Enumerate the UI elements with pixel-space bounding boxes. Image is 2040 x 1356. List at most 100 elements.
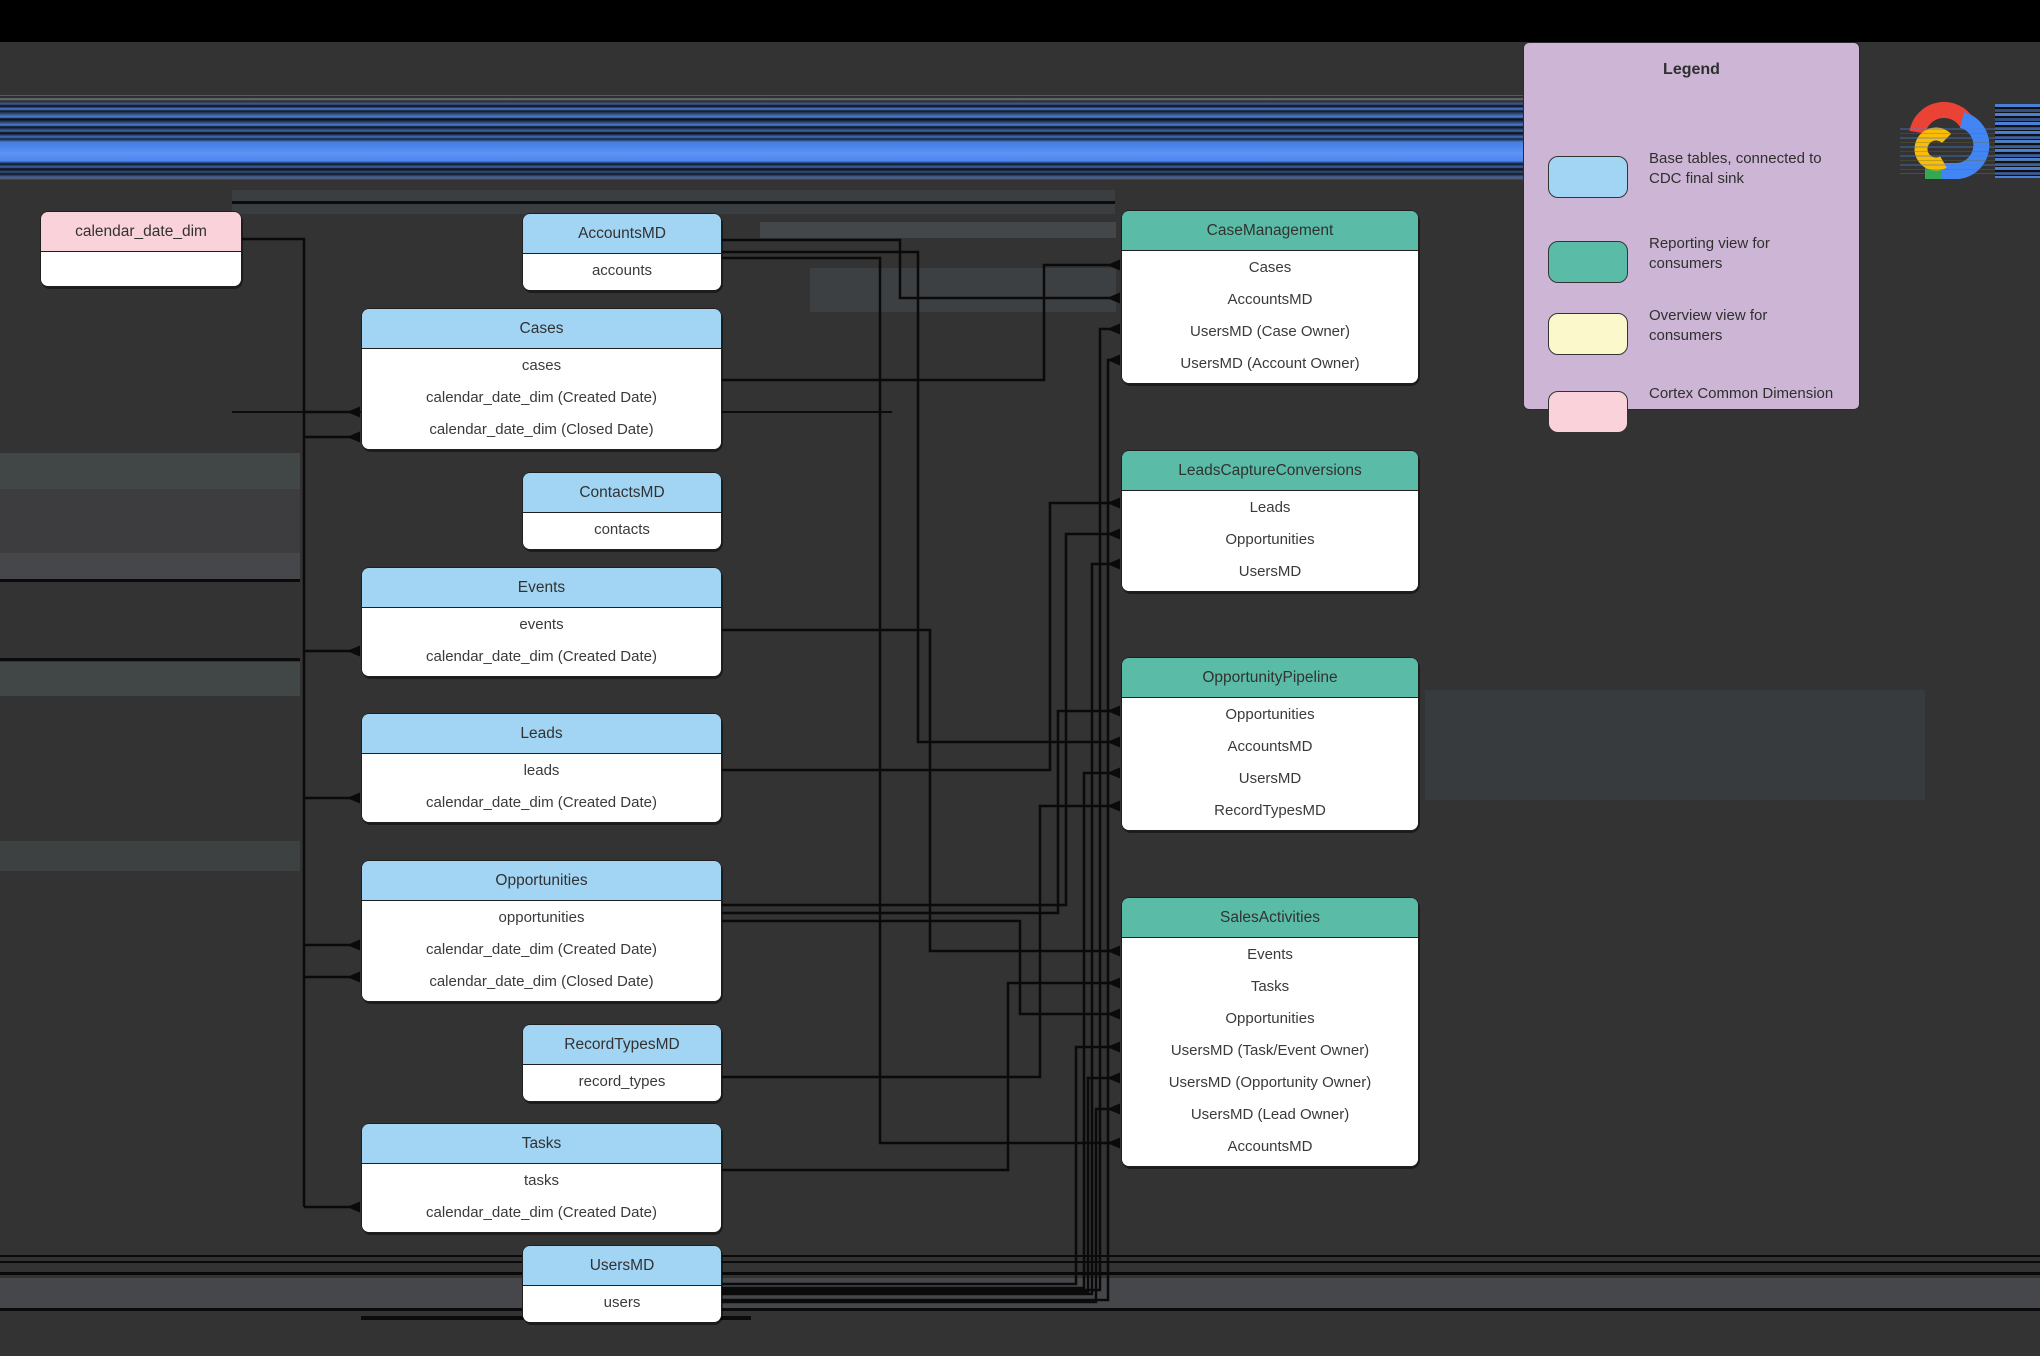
table-row: UsersMD — [1238, 770, 1302, 787]
table-row: AccountsMD — [1227, 738, 1313, 755]
table-header: SalesActivities — [1122, 898, 1418, 938]
glitch-band — [760, 222, 1116, 238]
table-header: Cases — [362, 309, 721, 349]
table-row: AccountsMD — [1227, 291, 1313, 308]
table-body: Events Tasks Opportunities UsersMD (Task… — [1122, 938, 1418, 1166]
table-row: RecordTypesMD — [1214, 802, 1326, 819]
table-body: users — [523, 1286, 721, 1322]
table-leads: Leads leads calendar_date_dim (Created D… — [361, 713, 722, 823]
glitch-band — [0, 662, 300, 696]
legend-swatch-base-tables — [1548, 156, 1628, 198]
table-body: cases calendar_date_dim (Created Date) c… — [362, 349, 721, 449]
glitch-band — [0, 489, 300, 553]
glitch-band — [0, 1261, 2040, 1263]
legend-title: Legend — [1663, 61, 1720, 78]
legend-label: Cortex Common Dimension — [1649, 385, 1834, 402]
view-leadscaptureconversions: LeadsCaptureConversions Leads Opportunit… — [1121, 450, 1419, 592]
table-accountsmd: AccountsMD accounts — [522, 213, 722, 291]
table-body: Leads Opportunities UsersMD — [1122, 491, 1418, 591]
table-row: users — [603, 1294, 641, 1311]
table-body: Opportunities AccountsMD UsersMD RecordT… — [1122, 698, 1418, 830]
table-row: Tasks — [1250, 978, 1290, 995]
table-contactsmd: ContactsMD contacts — [522, 472, 722, 550]
table-body: tasks calendar_date_dim (Created Date) — [362, 1164, 721, 1232]
glitch-band — [0, 1308, 2040, 1311]
table-body: Cases AccountsMD UsersMD (Case Owner) Us… — [1122, 251, 1418, 383]
table-row: AccountsMD — [1227, 1138, 1313, 1155]
glitch-band — [0, 579, 300, 582]
view-casemanagement: CaseManagement Cases AccountsMD UsersMD … — [1121, 210, 1419, 384]
glitch-band — [232, 201, 1115, 204]
table-header: CaseManagement — [1122, 211, 1418, 251]
legend-label: Reporting view for consumers — [1649, 235, 1770, 273]
table-body: contacts — [523, 513, 721, 549]
table-row: UsersMD (Opportunity Owner) — [1168, 1074, 1372, 1091]
table-usersmd: UsersMD users — [522, 1245, 722, 1323]
table-opportunities: Opportunities opportunities calendar_dat… — [361, 860, 722, 1002]
table-row: calendar_date_dim (Created Date) — [426, 794, 657, 811]
table-row: calendar_date_dim (Closed Date) — [429, 973, 654, 990]
table-header: RecordTypesMD — [523, 1025, 721, 1065]
table-row: contacts — [594, 521, 650, 538]
table-calendar-date-dim: calendar_date_dim — [40, 211, 242, 287]
table-row: opportunities — [498, 909, 585, 926]
table-row: UsersMD — [1238, 563, 1302, 580]
glitch-band — [0, 553, 300, 579]
table-row: accounts — [591, 262, 653, 279]
table-body — [41, 252, 241, 286]
glitch-band — [810, 268, 1116, 312]
glitch-band — [1425, 690, 1925, 800]
table-row: Cases — [1248, 259, 1292, 276]
glitch-band — [0, 453, 300, 489]
legend-label: Base tables, connected to CDC final sink — [1649, 150, 1822, 188]
table-row: leads — [523, 762, 560, 779]
table-cases: Cases cases calendar_date_dim (Created D… — [361, 308, 722, 450]
table-row: UsersMD (Account Owner) — [1180, 355, 1360, 372]
google-cloud-logo-icon — [1909, 101, 1990, 179]
view-opportunitypipeline: OpportunityPipeline Opportunities Accoun… — [1121, 657, 1419, 831]
table-row: events — [519, 616, 564, 633]
glitch-band — [0, 841, 300, 871]
table-row: calendar_date_dim (Created Date) — [426, 389, 657, 406]
glitch-band — [0, 1255, 2040, 1257]
table-recordtypesmd: RecordTypesMD record_types — [522, 1024, 722, 1102]
table-header: UsersMD — [523, 1246, 721, 1286]
table-row: calendar_date_dim (Closed Date) — [429, 421, 654, 438]
legend-swatch-cortex-dimension — [1548, 391, 1628, 433]
table-header: LeadsCaptureConversions — [1122, 451, 1418, 491]
view-salesactivities: SalesActivities Events Tasks Opportuniti… — [1121, 897, 1419, 1167]
table-body: record_types — [523, 1065, 721, 1101]
glitch-blue-stripe-band — [0, 95, 1523, 180]
glitch-stripe-overlay — [1900, 128, 2040, 174]
table-header: AccountsMD — [523, 214, 721, 254]
table-header: calendar_date_dim — [41, 212, 241, 252]
legend-swatch-reporting-view — [1548, 241, 1628, 283]
table-body: leads calendar_date_dim (Created Date) — [362, 754, 721, 822]
table-row: record_types — [578, 1073, 666, 1090]
legend-panel: Legend Base tables, connected to CDC fin… — [1523, 42, 1860, 433]
table-row: Opportunities — [1225, 1010, 1315, 1027]
glitch-top-bar — [0, 0, 2040, 42]
table-header: Events — [362, 568, 721, 608]
table-row: Opportunities — [1225, 531, 1315, 548]
glitch-band — [0, 1272, 2040, 1275]
legend-label: Overview view for consumers — [1649, 307, 1768, 345]
table-row: UsersMD (Lead Owner) — [1190, 1106, 1350, 1123]
table-header: Opportunities — [362, 861, 721, 901]
table-row: UsersMD (Task/Event Owner) — [1170, 1042, 1370, 1059]
glitch-blue-stripe-band-right — [1995, 104, 2040, 178]
table-row: calendar_date_dim (Created Date) — [426, 1204, 657, 1221]
table-header: OpportunityPipeline — [1122, 658, 1418, 698]
table-header: Tasks — [362, 1124, 721, 1164]
table-row: cases — [521, 357, 562, 374]
table-row: tasks — [523, 1172, 559, 1189]
table-row: calendar_date_dim (Created Date) — [426, 648, 657, 665]
table-row: Events — [1247, 946, 1293, 963]
table-row: UsersMD (Case Owner) — [1189, 323, 1351, 340]
table-body: accounts — [523, 254, 721, 290]
table-body: events calendar_date_dim (Created Date) — [362, 608, 721, 676]
table-header: Leads — [362, 714, 721, 754]
table-row: calendar_date_dim (Created Date) — [426, 941, 657, 958]
table-events: Events events calendar_date_dim (Created… — [361, 567, 722, 677]
